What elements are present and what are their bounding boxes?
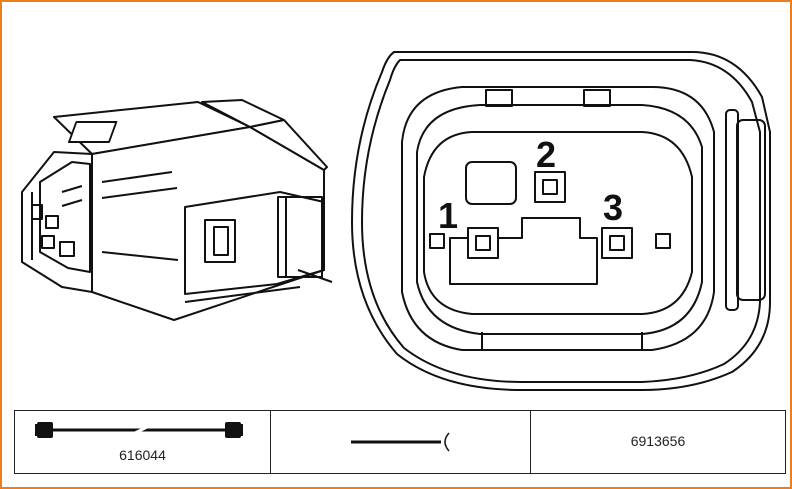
connector-side-view (21, 99, 333, 321)
wire-cell (271, 411, 531, 473)
cable-cell: 616044 (15, 411, 271, 473)
part-number-cell: 6913656 (531, 411, 785, 473)
part-number: 6913656 (630, 433, 686, 449)
connector-drawing: 1 2 3 (21, 51, 771, 391)
cable-with-end-caps-icon (35, 422, 243, 438)
wire-end-icon (351, 432, 450, 452)
cable-code: 616044 (119, 447, 166, 463)
info-table: 616044 6913656 (14, 410, 786, 474)
pin-label-1: 1 (438, 195, 458, 236)
pin-label-3: 3 (603, 187, 623, 228)
pin-label-2: 2 (536, 134, 556, 175)
connector-front-view (351, 51, 771, 391)
